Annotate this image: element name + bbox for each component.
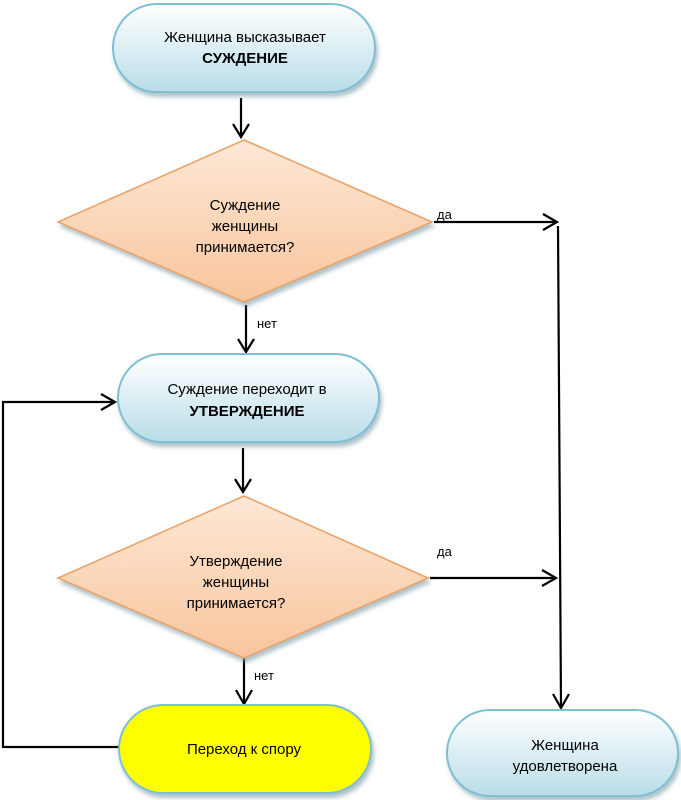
terminal-shape (118, 704, 372, 794)
terminal-shape (117, 353, 380, 443)
arrowhead (237, 338, 255, 355)
satisfied-line2: удовлетворена (513, 758, 618, 775)
start-line2: СУЖДЕНИЕ (202, 50, 288, 67)
satisfied-line1: Женщина (531, 737, 599, 754)
satisfied-node[interactable]: Женщина удовлетворена (446, 709, 679, 797)
decision-shape (55, 495, 430, 659)
decision-shape (55, 139, 435, 303)
arrowhead (234, 478, 252, 495)
start-line1: Женщина высказывает (164, 29, 326, 46)
arrowhead (541, 569, 559, 587)
decision1-line2: женщины (212, 218, 278, 235)
decision2-line1: Утверждение (189, 553, 282, 570)
terminal-shape (446, 709, 679, 797)
label-decision1-yes: да (437, 207, 453, 222)
edge-right-vertical (556, 225, 563, 709)
decision1-node[interactable]: Суждение женщины принимается? (55, 139, 435, 303)
decision1-line1: Суждение (210, 197, 281, 214)
label-decision2-no: нет (254, 668, 274, 683)
process-line2: УТВЕРЖДЕНИЕ (189, 403, 304, 420)
process-line1: Суждение переходит в (167, 381, 326, 398)
decision2-node[interactable]: Утверждение женщины принимается? (55, 495, 430, 659)
dispute-label: Переход к спору (187, 741, 302, 758)
decision2-line3: принимается? (187, 595, 286, 612)
edge-loop-back (1, 400, 120, 749)
start-node[interactable]: Женщина высказывает СУЖДЕНИЕ (112, 3, 376, 93)
dispute-node[interactable]: Переход к спору (118, 704, 372, 794)
label-decision1-no: нет (257, 316, 277, 331)
arrowhead (100, 393, 118, 411)
arrowhead (552, 693, 570, 711)
terminal-shape (112, 3, 376, 93)
process-node[interactable]: Суждение переходит в УТВЕРЖДЕНИЕ (117, 353, 380, 443)
decision2-line2: женщины (203, 574, 269, 591)
arrowhead (232, 123, 250, 140)
decision1-line3: принимается? (196, 239, 295, 256)
arrowhead (542, 213, 560, 231)
label-decision2-yes: да (437, 544, 453, 559)
